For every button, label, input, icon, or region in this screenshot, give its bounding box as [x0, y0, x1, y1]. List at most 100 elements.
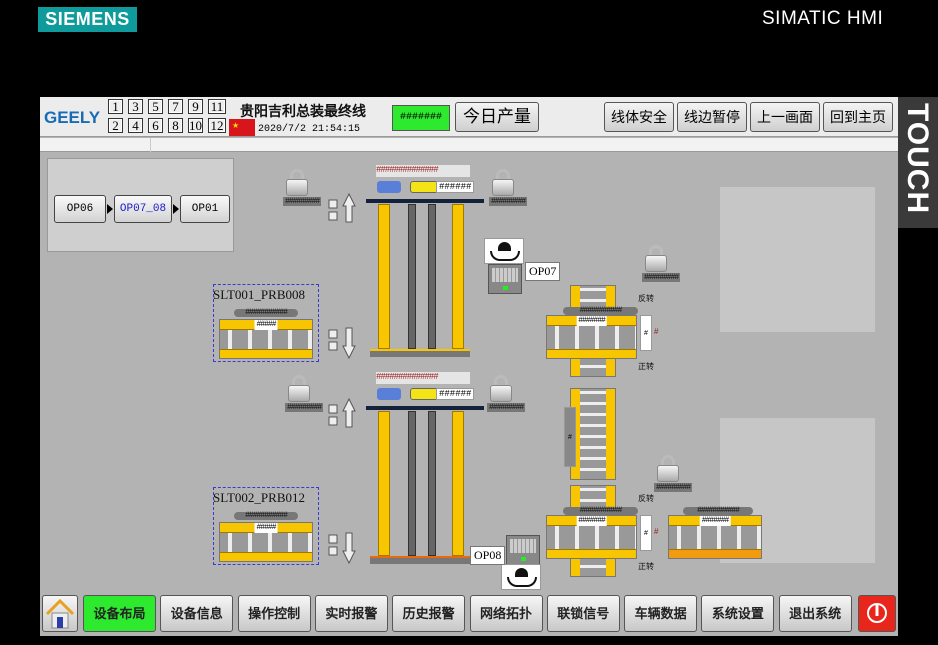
turntable-header: ###########	[563, 307, 638, 315]
turntable-1[interactable]: #######	[546, 315, 637, 359]
lock-icon[interactable]: #########	[283, 169, 343, 209]
turntable-2[interactable]: #######	[546, 515, 637, 559]
touch-label: TOUCH	[898, 97, 938, 228]
line-button[interactable]: 12	[208, 118, 226, 133]
buffer-slt002[interactable]: SLT002_PRB012 ########### #####	[213, 487, 319, 565]
buffer-value: #####	[254, 320, 278, 330]
lock-icon[interactable]: #########	[285, 375, 345, 415]
end-conveyor-value: #######	[699, 516, 731, 526]
power-icon	[867, 603, 887, 623]
production-value: #######	[392, 105, 450, 131]
line-button[interactable]: 8	[168, 118, 183, 133]
turntable-value: #######	[576, 316, 607, 326]
line-title: 贵阳吉利总装最终线	[240, 103, 366, 119]
lift-value: ######	[436, 181, 475, 193]
lift-1[interactable]: ############## ######	[366, 165, 484, 357]
terminal-icon[interactable]	[488, 264, 522, 294]
line-button[interactable]: 4	[128, 118, 143, 133]
line-button[interactable]: 3	[128, 99, 143, 114]
nav-button[interactable]: 操作控制	[237, 595, 311, 632]
line-button[interactable]: 2	[108, 118, 123, 133]
op08-label: OP08	[470, 546, 506, 565]
line-button[interactable]: 1	[108, 99, 123, 114]
end-conveyor-header: ###########	[683, 507, 753, 515]
siemens-logo: SIEMENS	[38, 7, 137, 32]
motor-icon	[377, 181, 401, 193]
lock-icon[interactable]: #########	[642, 245, 702, 285]
forward-label: 正转	[638, 362, 654, 371]
turntable-side-b: #	[654, 527, 659, 536]
lock-label: #########	[489, 197, 528, 206]
lift-status: ##############	[376, 372, 470, 384]
empty-panel	[720, 187, 875, 332]
touch-text: TOUCH	[901, 103, 934, 215]
operator-icon	[484, 238, 524, 264]
nav-button[interactable]: 设备信息	[160, 595, 234, 632]
home-button[interactable]	[42, 595, 78, 632]
china-flag-icon: ★	[229, 119, 255, 136]
nav-button[interactable]: 网络拓扑	[469, 595, 543, 632]
line-button[interactable]: 9	[188, 99, 203, 114]
datetime: 2020/7/2 21:54:15	[258, 124, 361, 135]
middle-conveyor-side: #	[564, 407, 576, 467]
nav-button[interactable]: 设备布局	[83, 595, 156, 632]
up-down-arrows-icon	[328, 192, 356, 360]
route-op06[interactable]: OP06	[54, 195, 106, 223]
middle-conveyor[interactable]	[570, 388, 616, 480]
lock-icon[interactable]: #########	[489, 169, 549, 209]
arrow-right-icon	[173, 204, 179, 214]
motor-icon	[377, 388, 401, 400]
turntable-header: ###########	[563, 507, 638, 515]
turntable-value: #######	[576, 516, 607, 526]
route-op01[interactable]: OP01	[180, 195, 230, 223]
power-button[interactable]	[858, 595, 896, 632]
operator-icon	[501, 564, 541, 590]
nav-button[interactable]: 实时报警	[314, 595, 388, 632]
nav-button[interactable]: 退出系统	[778, 595, 852, 632]
arrow-right-icon	[107, 204, 113, 214]
buffer-header: ###########	[234, 309, 298, 317]
sub-bar	[40, 138, 898, 152]
lock-label: #########	[283, 197, 322, 206]
nav-button[interactable]: 车辆数据	[624, 595, 698, 632]
reverse-label: 反转	[638, 494, 654, 503]
lock-label: #########	[654, 483, 693, 492]
op07-label: OP07	[525, 262, 561, 281]
nav-button[interactable]: 联锁信号	[546, 595, 620, 632]
line-safety-button[interactable]: 线体安全	[604, 102, 674, 132]
line-pause-button[interactable]: 线边暂停	[677, 102, 747, 132]
line-button[interactable]: 5	[148, 99, 163, 114]
home-icon	[45, 598, 75, 629]
line-button[interactable]: 7	[168, 99, 183, 114]
lock-label: #########	[487, 403, 526, 412]
end-conveyor[interactable]: #######	[668, 515, 762, 559]
line-button[interactable]: 11	[208, 99, 226, 114]
lock-icon[interactable]: #########	[487, 375, 547, 415]
nav-button[interactable]: 历史报警	[392, 595, 466, 632]
nav-button[interactable]: 系统设置	[701, 595, 775, 632]
forward-label: 正转	[638, 562, 654, 571]
today-production-button[interactable]: 今日产量	[455, 102, 539, 132]
lift-2[interactable]: ############## ######	[366, 372, 484, 564]
up-down-arrows-icon	[328, 397, 356, 565]
buffer-title: SLT001_PRB008	[213, 287, 305, 302]
lock-icon[interactable]: #########	[654, 455, 714, 495]
turntable-side-a: #	[640, 315, 652, 351]
lift-value: ######	[436, 388, 475, 400]
geely-logo: GEELY	[44, 108, 101, 127]
buffer-title: SLT002_PRB012	[213, 490, 305, 505]
home-page-button[interactable]: 回到主页	[823, 102, 893, 132]
buffer-value: #####	[254, 523, 278, 533]
line-button[interactable]: 6	[148, 118, 163, 133]
route-op07-08[interactable]: OP07_08	[114, 195, 172, 223]
turntable-side-a: #	[640, 515, 652, 551]
previous-screen-button[interactable]: 上一画面	[750, 102, 820, 132]
line-button[interactable]: 10	[188, 118, 203, 133]
lock-label: #########	[285, 403, 324, 412]
buffer-slt001[interactable]: SLT001_PRB008 ########### #####	[213, 284, 319, 362]
lock-label: #########	[642, 273, 681, 282]
buffer-header: ###########	[234, 512, 298, 520]
terminal-icon[interactable]	[506, 535, 540, 565]
bottom-nav: 设备布局设备信息操作控制实时报警历史报警网络拓扑联锁信号车辆数据系统设置退出系统	[40, 592, 898, 636]
